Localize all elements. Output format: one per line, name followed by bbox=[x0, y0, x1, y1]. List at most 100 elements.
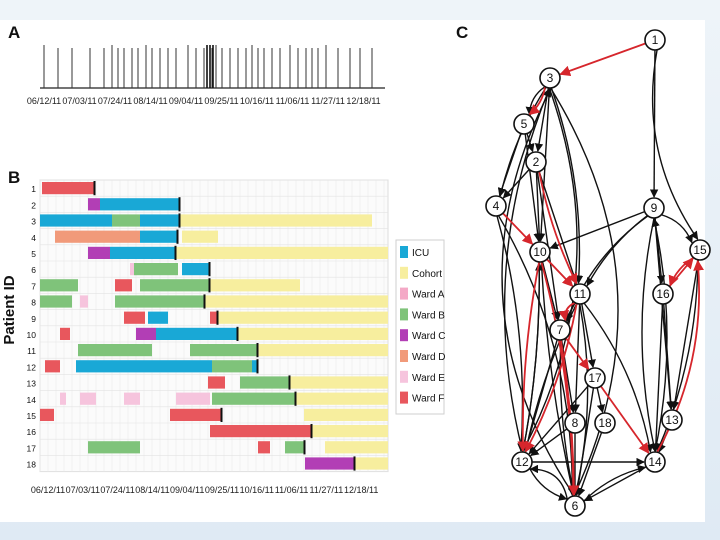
legend-label: ICU bbox=[412, 248, 429, 259]
transmission-edge bbox=[641, 217, 658, 452]
event-marker bbox=[294, 391, 297, 406]
transmission-edge bbox=[522, 87, 578, 452]
timeline-date-label: 11/27/11 bbox=[311, 96, 345, 106]
panel-c-label: C bbox=[456, 23, 468, 42]
stay-segment bbox=[80, 392, 96, 405]
transmission-edge bbox=[550, 87, 584, 284]
network-node-label: 6 bbox=[572, 499, 579, 513]
transmission-edge bbox=[651, 303, 664, 452]
network-node-label: 9 bbox=[651, 201, 658, 215]
transmission-edge bbox=[549, 87, 619, 496]
transmission-edge bbox=[663, 303, 675, 410]
stay-segment bbox=[296, 392, 388, 405]
stay-segment bbox=[218, 311, 388, 324]
network-node bbox=[644, 29, 666, 51]
stay-segment bbox=[180, 214, 372, 227]
timeline-date-label: 11/06/11 bbox=[276, 96, 310, 106]
stay-segment bbox=[115, 295, 205, 308]
patient-id-label: 7 bbox=[31, 281, 36, 291]
stay-segment bbox=[325, 441, 388, 454]
transmission-edge bbox=[573, 387, 595, 496]
stay-segment bbox=[176, 392, 210, 405]
stay-segment bbox=[156, 327, 238, 340]
network-node bbox=[652, 283, 674, 305]
stay-segment bbox=[355, 457, 388, 470]
patient-id-label: 16 bbox=[27, 427, 37, 437]
gantt-date-label: 07/24/11 bbox=[100, 485, 134, 495]
transmission-edge-red bbox=[559, 42, 646, 77]
stay-segment bbox=[40, 279, 78, 292]
event-marker bbox=[93, 181, 96, 196]
stay-segment bbox=[240, 376, 290, 389]
event-marker bbox=[208, 262, 211, 277]
transmission-edge bbox=[577, 432, 603, 497]
transmission-edge bbox=[670, 259, 700, 410]
patient-id-label: 2 bbox=[31, 200, 36, 210]
network-node bbox=[539, 67, 561, 89]
network-node-label: 17 bbox=[588, 371, 602, 385]
stay-segment bbox=[124, 311, 145, 324]
event-marker bbox=[176, 229, 179, 244]
timeline-date-label: 09/25/11 bbox=[204, 96, 238, 106]
patient-id-label: 3 bbox=[31, 217, 36, 227]
stay-segment bbox=[210, 311, 218, 324]
patient-id-label: 4 bbox=[31, 233, 36, 243]
event-marker bbox=[220, 407, 223, 422]
network-node-label: 3 bbox=[547, 71, 554, 85]
transmission-edge bbox=[540, 261, 576, 496]
transmission-edge bbox=[541, 261, 560, 321]
stay-segment bbox=[210, 425, 312, 438]
event-marker bbox=[303, 440, 306, 455]
transmission-edge-red bbox=[528, 86, 546, 116]
stay-segment bbox=[205, 295, 388, 308]
gantt-date-label: 11/06/11 bbox=[275, 485, 309, 495]
transmission-edge-red bbox=[558, 301, 576, 322]
network-node-label: 18 bbox=[598, 416, 612, 430]
event-marker bbox=[203, 294, 206, 309]
stay-segment bbox=[45, 360, 60, 373]
patient-id-label: 12 bbox=[27, 362, 37, 372]
patient-axis-label: Patient ID bbox=[1, 275, 18, 344]
panel-a-label: A bbox=[8, 23, 20, 42]
stay-segment bbox=[305, 457, 355, 470]
gantt-date-label: 06/12/11 bbox=[31, 485, 65, 495]
gantt-date-label: 11/27/11 bbox=[310, 485, 344, 495]
timeline-date-label: 07/24/11 bbox=[98, 96, 132, 106]
patient-id-label: 5 bbox=[31, 249, 36, 259]
timeline-date-label: 09/04/11 bbox=[169, 96, 203, 106]
patient-id-label: 17 bbox=[27, 443, 37, 453]
event-marker bbox=[174, 245, 177, 260]
gantt-date-label: 08/14/11 bbox=[135, 485, 169, 495]
network-node bbox=[485, 195, 507, 217]
transmission-edge bbox=[538, 171, 579, 285]
transmission-edge bbox=[498, 133, 522, 197]
event-marker bbox=[178, 197, 181, 212]
patient-id-label: 6 bbox=[31, 265, 36, 275]
patient-id-label: 9 bbox=[31, 314, 36, 324]
network-node bbox=[564, 412, 586, 434]
stay-segment bbox=[124, 392, 140, 405]
event-marker bbox=[353, 456, 356, 471]
event-marker bbox=[256, 343, 259, 358]
stay-segment bbox=[140, 214, 180, 227]
network-node bbox=[549, 319, 571, 341]
transmission-edge bbox=[503, 88, 551, 453]
legend-swatch bbox=[400, 246, 408, 258]
network-node-label: 12 bbox=[515, 455, 529, 469]
timeline-date-label: 12/18/11 bbox=[346, 96, 380, 106]
stay-segment bbox=[182, 263, 210, 276]
transmission-edge bbox=[596, 387, 606, 414]
transmission-edge bbox=[651, 218, 668, 453]
transmission-edge-red bbox=[538, 171, 578, 285]
patient-id-label: 8 bbox=[31, 298, 36, 308]
stay-segment bbox=[80, 295, 88, 308]
stay-segment bbox=[208, 376, 225, 389]
transmission-edge bbox=[581, 303, 596, 368]
transmission-edge bbox=[583, 464, 647, 502]
network-node-label: 16 bbox=[656, 287, 670, 301]
stay-segment bbox=[88, 246, 110, 259]
network-node bbox=[594, 412, 616, 434]
